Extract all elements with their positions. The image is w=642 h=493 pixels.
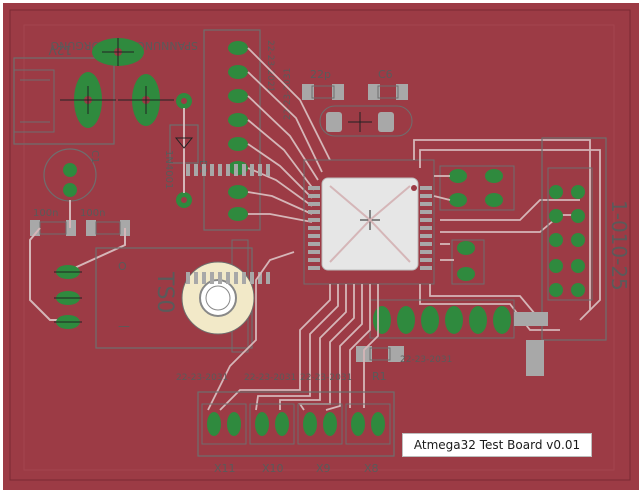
mcu-pin [210, 272, 214, 284]
mcu-pin [420, 226, 432, 230]
mcu-pin [258, 164, 262, 176]
diode-label: 1N4001 [163, 150, 174, 189]
mcu-pin [226, 164, 230, 176]
power-conn-label: 12V [48, 43, 72, 57]
mcu-pin [258, 272, 262, 284]
mcu-pin [210, 164, 214, 176]
cap-100n-b-label: 100n [80, 208, 105, 219]
mcu-pin [308, 194, 320, 198]
buzzer-label: TS0 [152, 271, 177, 313]
cap-100n-a-label: 100n [33, 208, 58, 219]
vertical-net-top: 22-23-2021 [265, 40, 275, 92]
mcu-pin [308, 242, 320, 246]
mcu-pin [308, 266, 320, 270]
mcu-pin [218, 272, 222, 284]
mcu-pin [308, 250, 320, 254]
resistor-label: R1 [372, 370, 387, 383]
mcu-pin [234, 164, 238, 176]
net-row-left: 22-23-2031 [176, 373, 228, 383]
mcu-pin [266, 272, 270, 284]
mcu-pin [250, 272, 254, 284]
mcu-pin [420, 202, 432, 206]
mcu-pin [308, 202, 320, 206]
mcu-pin [420, 194, 432, 198]
board-title: Atmega32 Test Board v0.01 [402, 433, 592, 457]
mcu-pin [420, 186, 432, 190]
mcu-pin [194, 272, 198, 284]
header-x11-label: X11 [214, 462, 236, 475]
net-row-mid: 22-23-2031 [244, 373, 296, 383]
traces-top [247, 47, 331, 223]
header-x10-label: X10 [262, 462, 284, 475]
vertical-net-mid: 22-23-2031 [283, 68, 293, 120]
header-x9-label: X9 [316, 462, 331, 475]
right-pads-group [439, 165, 515, 285]
mcu-pin [420, 218, 432, 222]
mcu-atmega32 [303, 159, 435, 285]
mcu-pin [226, 272, 230, 284]
mcu-pin [186, 272, 190, 284]
bottom-headers: X11 X10 X9 X8 22-23-2031 22-23-2031 22-2… [176, 373, 395, 475]
mcu-pin [420, 266, 432, 270]
mcu-pin [202, 272, 206, 284]
cap-c6-label: C6 [378, 68, 393, 81]
mcu-pin [234, 272, 238, 284]
mcu-pin [420, 250, 432, 254]
mcu-pin [420, 258, 432, 262]
net-row-right: 22-23-2031 [400, 355, 452, 365]
mcu-pins [186, 164, 432, 284]
mcu-pin [242, 272, 246, 284]
right-connector: 1-010-25 [541, 137, 631, 341]
power-connector: 12V [13, 43, 115, 145]
cap-c1-label: C1 [89, 150, 100, 163]
mcu-pin [202, 164, 206, 176]
mcu-pin [308, 226, 320, 230]
mcu-pin [218, 164, 222, 176]
mcu-pin [308, 258, 320, 262]
mcu-pin [194, 164, 198, 176]
crystal-area: 22p C6 [302, 68, 413, 137]
mcu-pin [266, 164, 270, 176]
mcu-pin [308, 210, 320, 214]
header-x8-label: X8 [364, 462, 379, 475]
mcu-pin [242, 164, 246, 176]
svg-text:O: O [118, 260, 127, 273]
svg-text:—: — [118, 319, 130, 333]
mcu-pin [420, 234, 432, 238]
power-pads [60, 38, 174, 128]
net-row-bottom-a: 22-23-2031 [300, 373, 352, 383]
mcu-pin [420, 210, 432, 214]
traces-right [413, 139, 601, 331]
right-connector-label: 1-010-25 [607, 200, 631, 291]
mcu-pin [308, 234, 320, 238]
mcu-pin [186, 164, 190, 176]
left-pads [54, 265, 82, 329]
mcu-pin [420, 242, 432, 246]
mcu-pin [308, 218, 320, 222]
mcu-pin [250, 164, 254, 176]
mcu-pin [308, 186, 320, 190]
traces-bottom [207, 251, 379, 411]
cap-22p-label: 22p [310, 68, 331, 81]
